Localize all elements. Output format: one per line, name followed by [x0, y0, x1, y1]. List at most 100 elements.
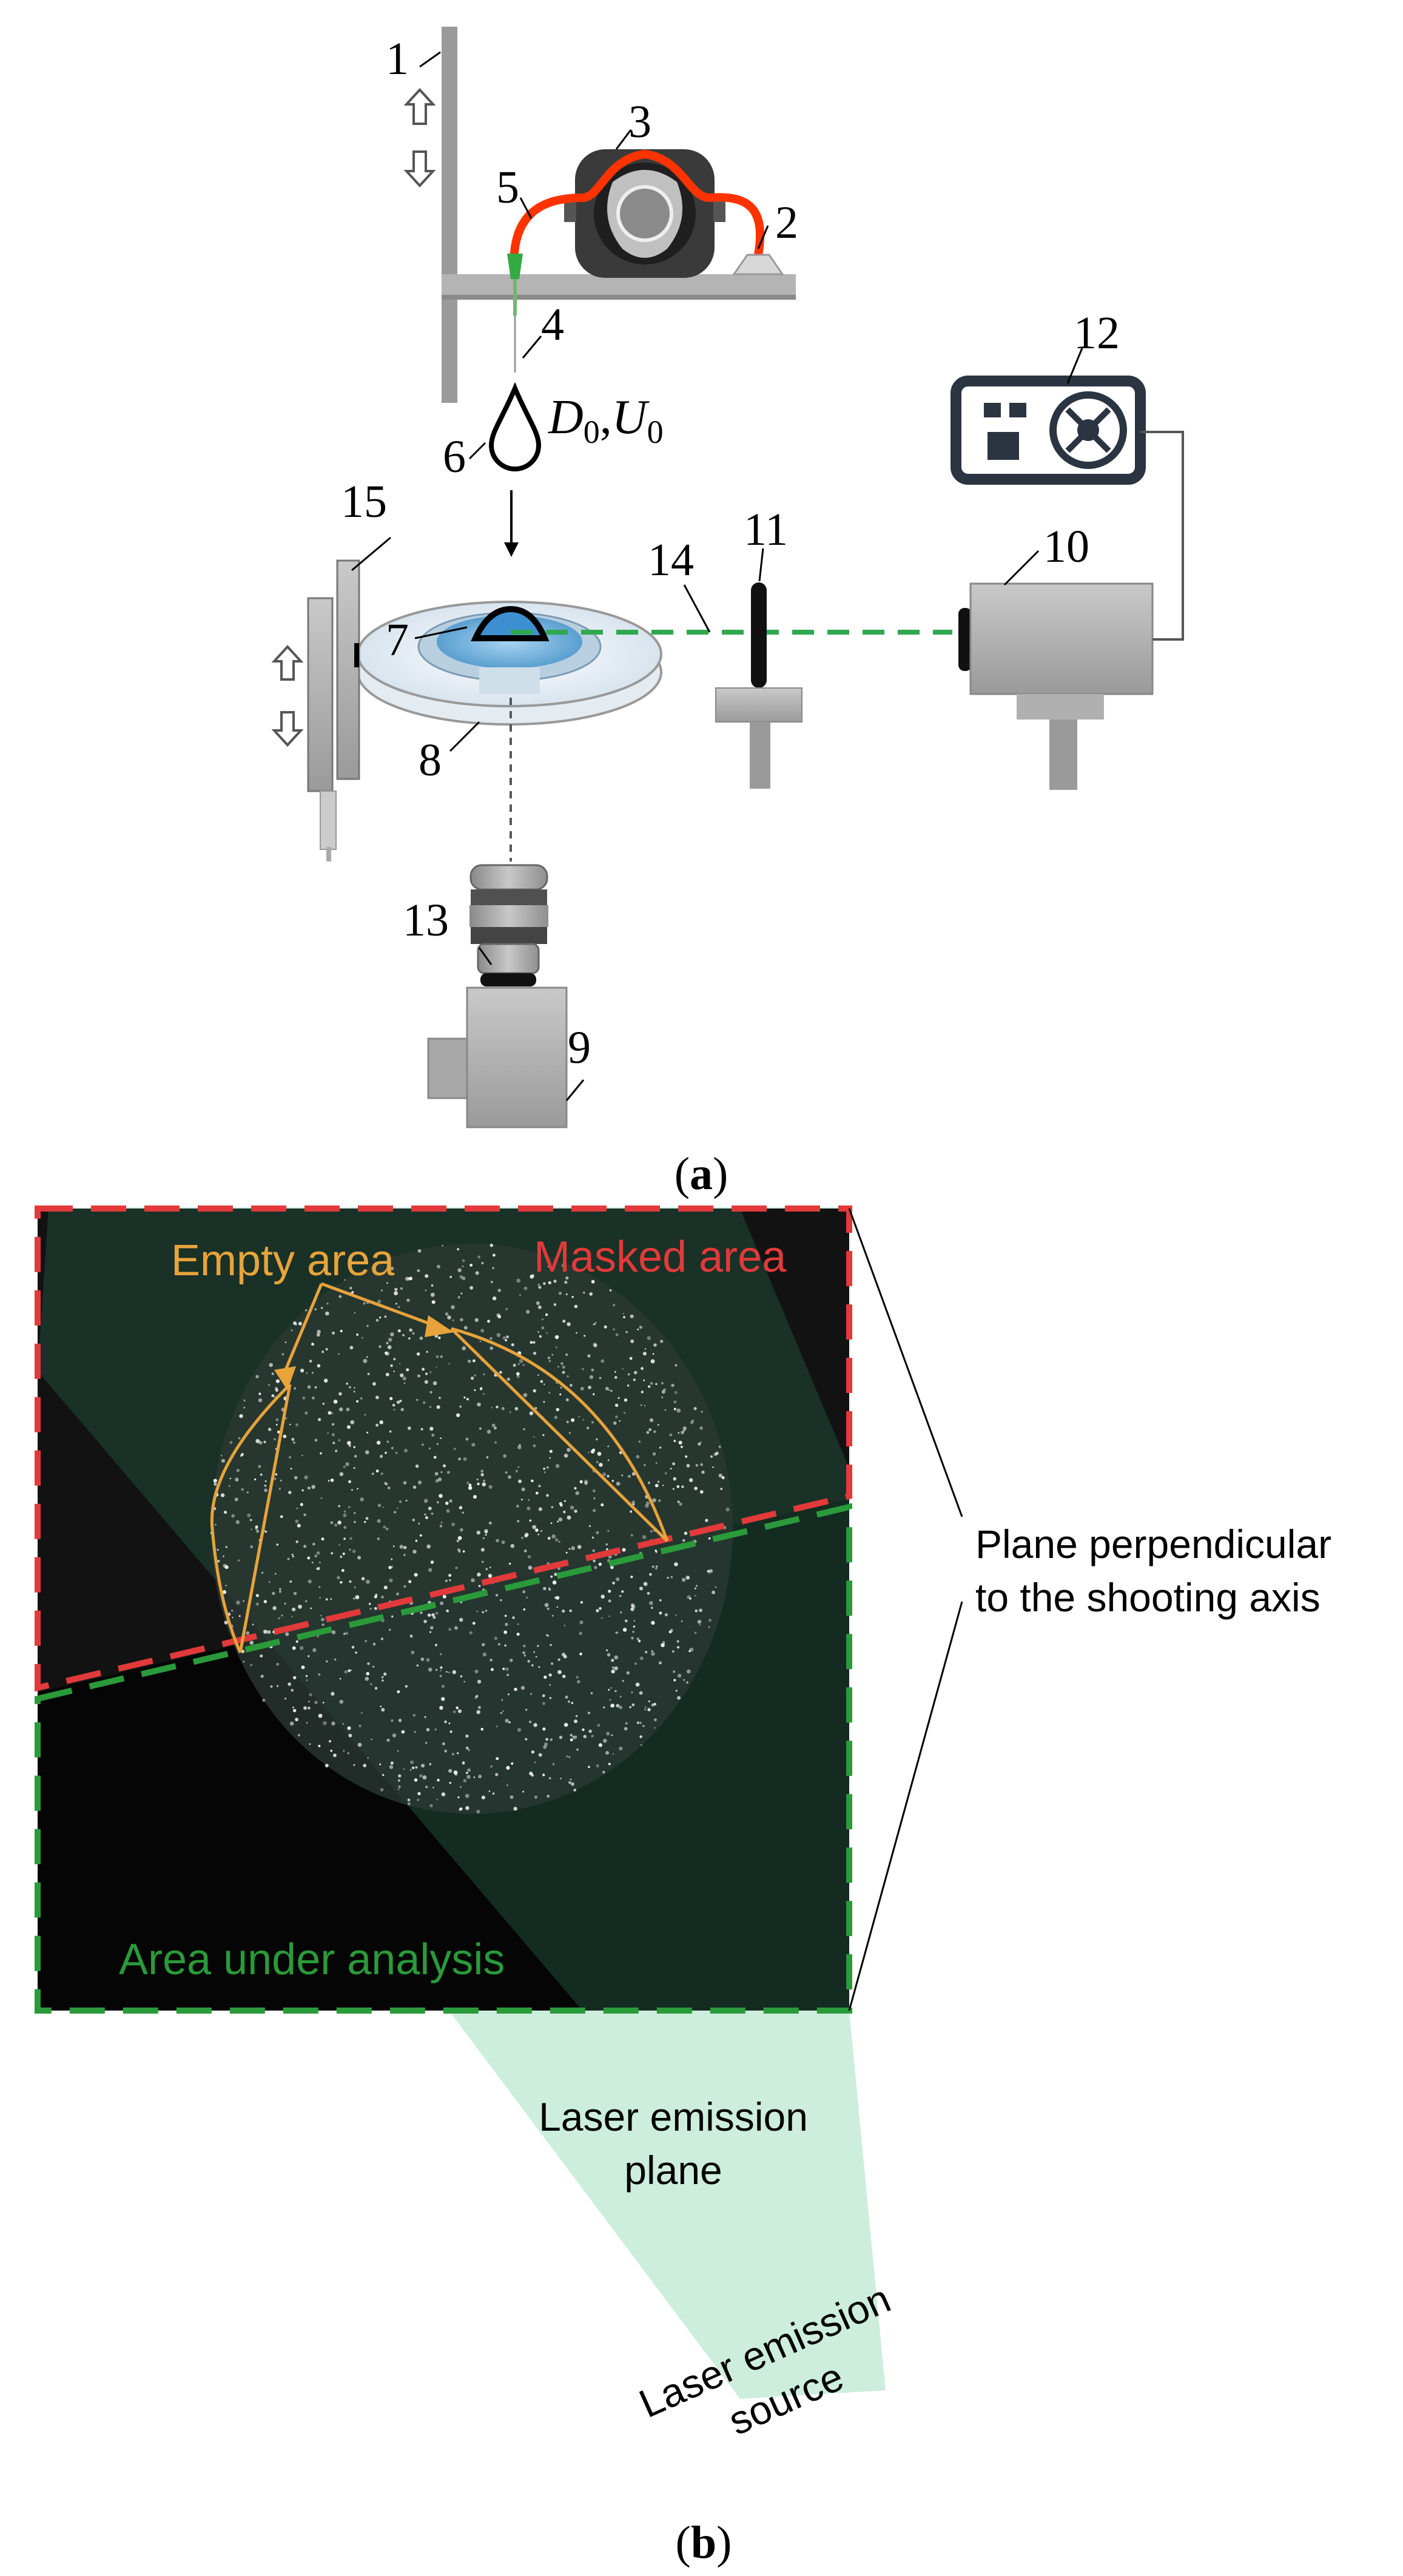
tracer-particle — [338, 1392, 342, 1396]
tracer-particle — [598, 1562, 602, 1566]
tracer-particle — [560, 1362, 564, 1365]
tracer-particle — [614, 1371, 616, 1373]
tracer-particle — [485, 1568, 488, 1571]
tracer-particle — [360, 1397, 363, 1400]
tracer-particle — [456, 1706, 459, 1710]
tracer-particle — [325, 1347, 328, 1351]
tracer-particle — [283, 1434, 287, 1438]
tracer-particle — [651, 1651, 655, 1656]
tracer-particle — [463, 1457, 467, 1461]
tracer-particle — [490, 1243, 494, 1247]
tracer-particle — [644, 1708, 647, 1711]
tracer-particle — [488, 1574, 493, 1578]
tracer-particle — [397, 1779, 400, 1782]
label-8: 8 — [419, 735, 442, 786]
tracer-particle — [646, 1501, 650, 1505]
tracer-particle — [247, 1513, 251, 1517]
tracer-particle — [377, 1519, 381, 1523]
tracer-particle — [651, 1620, 655, 1625]
tracer-particle — [506, 1765, 510, 1770]
tracer-particle — [483, 1479, 485, 1482]
tracer-particle — [583, 1735, 587, 1739]
tracer-particle — [308, 1486, 311, 1490]
tracer-particle — [490, 1659, 493, 1662]
tracer-particle — [307, 1556, 311, 1560]
tracer-particle — [275, 1473, 278, 1475]
tracer-particle — [440, 1522, 443, 1523]
tracer-particle — [425, 1274, 429, 1278]
tracer-particle — [243, 1661, 245, 1663]
tracer-particle — [321, 1623, 325, 1627]
tracer-particle — [636, 1455, 640, 1458]
up-down-arrow-icon — [271, 645, 304, 747]
tracer-particle — [405, 1685, 408, 1688]
tracer-particle — [460, 1675, 463, 1678]
tracer-particle — [284, 1341, 287, 1343]
tracer-particle — [639, 1722, 642, 1724]
tracer-particle — [348, 1733, 352, 1738]
tracer-particle — [459, 1506, 463, 1509]
tracer-particle — [531, 1664, 534, 1667]
tracer-particle — [549, 1697, 552, 1699]
tracer-particle — [506, 1377, 511, 1381]
tracer-particle — [495, 1594, 499, 1597]
tracer-particle — [232, 1617, 234, 1619]
tracer-particle — [235, 1477, 239, 1482]
tracer-particle — [629, 1357, 633, 1360]
area-under-analysis-label: Area under analysis — [119, 1935, 505, 1984]
tracer-particle — [680, 1445, 683, 1448]
tracer-particle — [654, 1727, 656, 1729]
tracer-particle — [505, 1667, 509, 1671]
tracer-particle — [627, 1384, 630, 1387]
tracer-particle — [314, 1554, 318, 1558]
tracer-particle — [230, 1610, 234, 1612]
tracer-particle — [608, 1615, 610, 1617]
tracer-particle — [425, 1516, 428, 1520]
tracer-particle — [225, 1585, 227, 1586]
tracer-particle — [465, 1806, 469, 1810]
tracer-particle — [270, 1685, 273, 1688]
tracer-particle — [429, 1391, 432, 1394]
tracer-particle — [261, 1571, 264, 1574]
tracer-particle — [485, 1534, 487, 1536]
tracer-particle — [502, 1336, 506, 1340]
tracer-particle — [482, 1643, 485, 1647]
tracer-particle — [643, 1463, 646, 1466]
tracer-particle — [639, 1325, 643, 1329]
tracer-particle — [390, 1761, 394, 1765]
tracer-particle — [596, 1438, 598, 1441]
tracer-particle — [264, 1488, 267, 1492]
tracer-particle — [503, 1454, 507, 1458]
tracer-particle — [437, 1264, 440, 1269]
tracer-particle — [520, 1536, 524, 1540]
tracer-particle — [353, 1391, 355, 1393]
tracer-particle — [449, 1275, 453, 1278]
tracer-particle — [422, 1401, 426, 1404]
tracer-particle — [607, 1475, 610, 1478]
tracer-particle — [309, 1693, 312, 1696]
tracer-particle — [638, 1639, 641, 1643]
tracer-particle — [492, 1296, 497, 1301]
tracer-particle — [295, 1718, 298, 1722]
tracer-particle — [327, 1432, 329, 1434]
tracer-particle — [463, 1396, 466, 1399]
tracer-particle — [613, 1421, 617, 1425]
tracer-particle — [537, 1645, 539, 1647]
tracer-particle — [394, 1511, 397, 1514]
tracer-particle — [459, 1275, 463, 1279]
tracer-particle — [632, 1503, 635, 1506]
tracer-particle — [522, 1590, 526, 1594]
tracer-particle — [331, 1552, 334, 1555]
tracer-particle — [267, 1630, 271, 1634]
tracer-particle — [599, 1463, 603, 1467]
tracer-particle — [602, 1770, 605, 1774]
tracer-particle — [255, 1602, 259, 1606]
vertical-stand — [442, 27, 796, 403]
tracer-particle — [349, 1346, 354, 1350]
tracer-particle — [357, 1742, 362, 1747]
tracer-particle — [439, 1397, 441, 1399]
tracer-particle — [460, 1786, 462, 1788]
tracer-particle — [708, 1537, 711, 1540]
tracer-particle — [673, 1477, 677, 1481]
tracer-particle — [588, 1386, 591, 1389]
